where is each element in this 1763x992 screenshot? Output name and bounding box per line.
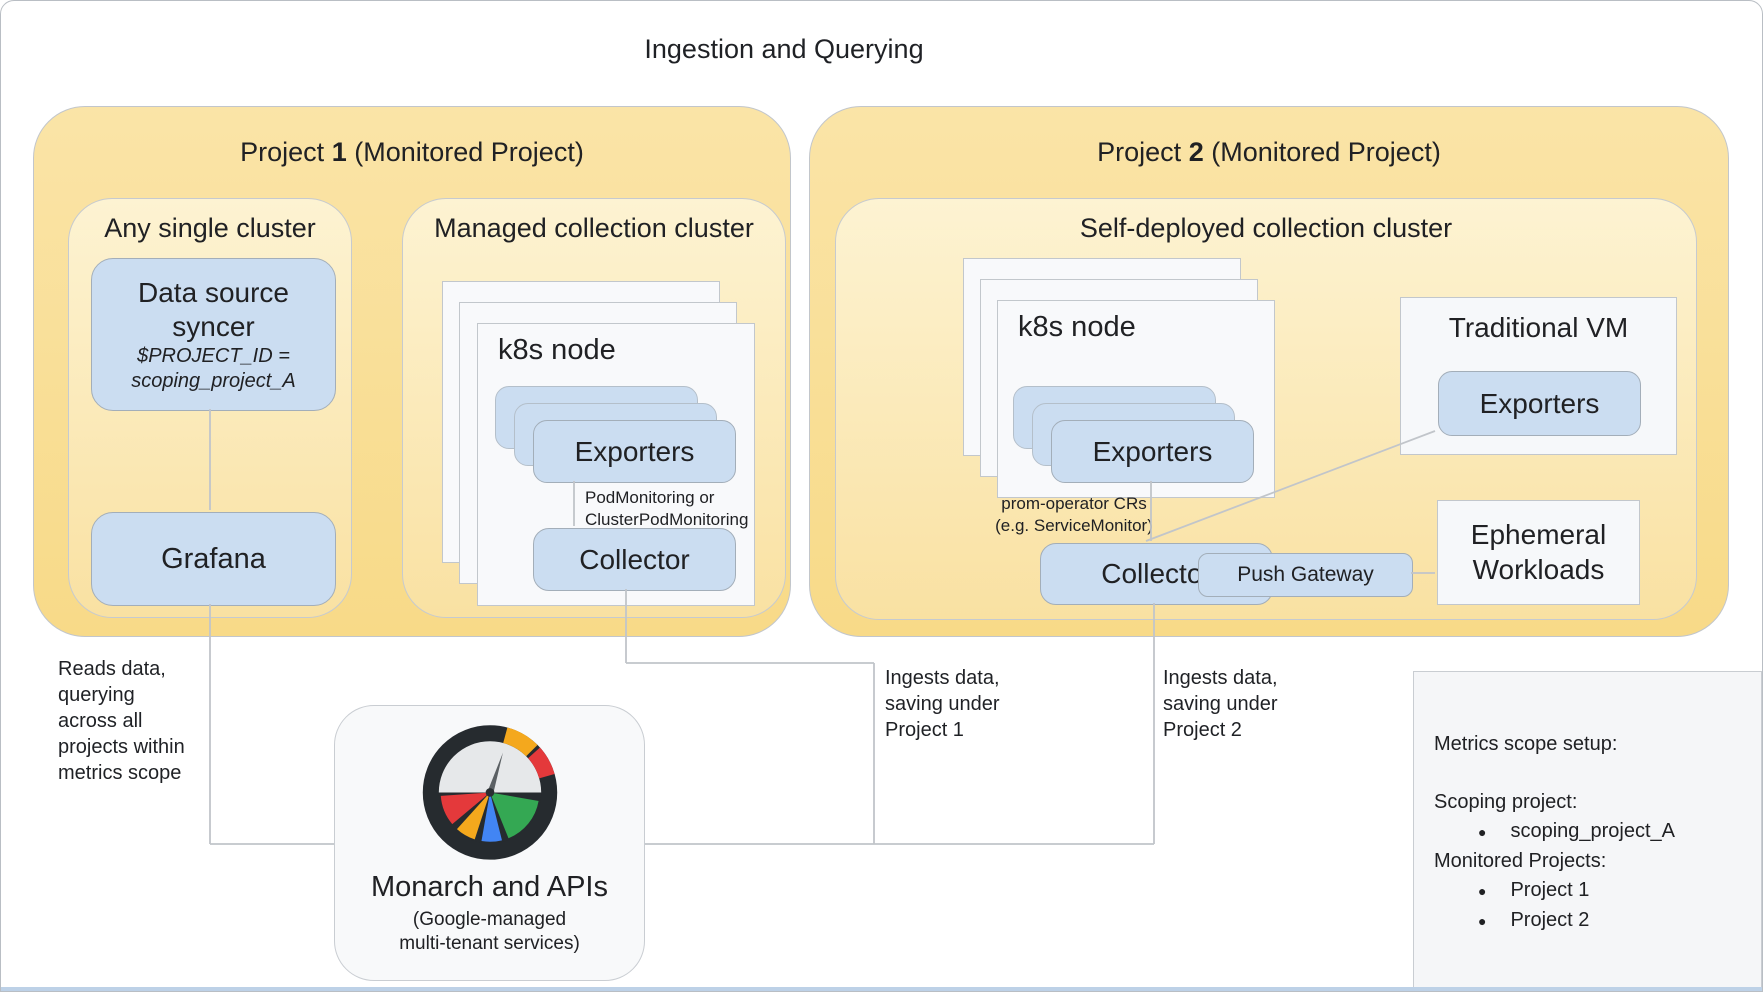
ephemeral-workloads-line2: Workloads bbox=[1472, 554, 1605, 585]
window-bottom-edge bbox=[1, 987, 1762, 991]
data-source-syncer-line2: syncer bbox=[172, 310, 255, 342]
project-2-group: Project 2 (Monitored Project) Self-deplo… bbox=[809, 106, 1729, 637]
prom-operator-note: prom-operator CRs (e.g. ServiceMonitor) bbox=[976, 493, 1172, 537]
ingest1-line: Ingests data, bbox=[885, 667, 1000, 689]
project-2-label-number: 2 bbox=[1188, 137, 1204, 167]
bullet-icon bbox=[1478, 877, 1486, 906]
exporters-node: Exporters bbox=[533, 420, 736, 483]
monitored-project-value-2: Project 2 bbox=[1510, 909, 1590, 931]
exporters-node-vm: Exporters bbox=[1438, 371, 1641, 436]
ingest2-line: Ingests data, bbox=[1163, 667, 1278, 689]
any-single-cluster-label: Any single cluster bbox=[104, 213, 316, 243]
ingest1-line: Project 1 bbox=[885, 719, 964, 741]
reads-line: across all bbox=[58, 710, 143, 732]
metrics-scope-panel: Metrics scope setup: Scoping project: sc… bbox=[1413, 671, 1762, 989]
managed-collection-cluster-box: Managed collection cluster k8s node Expo… bbox=[402, 198, 786, 618]
reads-data-annotation: Reads data, querying across all projects… bbox=[58, 656, 185, 786]
collector-node-project1: Collector bbox=[533, 528, 736, 591]
data-source-syncer-var2: scoping_project_A bbox=[131, 369, 296, 392]
monitored-projects-label: Monitored Projects: bbox=[1434, 850, 1607, 872]
scoping-project-item: scoping_project_A bbox=[1434, 817, 1761, 847]
push-gateway-node: Push Gateway bbox=[1198, 553, 1413, 597]
ingest1-line: saving under bbox=[885, 693, 1000, 715]
bullet-icon bbox=[1478, 907, 1486, 936]
ingest2-line: saving under bbox=[1163, 693, 1278, 715]
project-2-label-prefix: Project bbox=[1097, 137, 1189, 167]
monitored-project-value-1: Project 1 bbox=[1510, 879, 1590, 901]
ephemeral-workloads-box: Ephemeral Workloads bbox=[1437, 500, 1640, 605]
ingest2-line: Project 2 bbox=[1163, 719, 1242, 741]
traditional-vm-label: Traditional VM bbox=[1448, 312, 1629, 343]
grafana-node: Grafana bbox=[91, 512, 336, 606]
any-single-cluster-box: Any single cluster Data source syncer $P… bbox=[68, 198, 352, 618]
exporters-node-p2: Exporters bbox=[1051, 420, 1254, 483]
pod-monitoring-note: PodMonitoring or ClusterPodMonitoring bbox=[585, 487, 783, 531]
pod-monitoring-note-line2: ClusterPodMonitoring bbox=[585, 510, 749, 529]
ingests-project2-annotation: Ingests data, saving under Project 2 bbox=[1163, 665, 1278, 743]
data-source-syncer-var1: $PROJECT_ID = bbox=[137, 344, 290, 367]
bullet-icon bbox=[1478, 818, 1486, 847]
monarch-title: Monarch and APIs bbox=[371, 871, 608, 903]
project-2-label: Project 2 (Monitored Project) bbox=[810, 137, 1728, 168]
monitored-project-item-1: Project 1 bbox=[1434, 876, 1761, 906]
reads-line: Reads data, bbox=[58, 658, 166, 680]
monarch-card: Monarch and APIs (Google-managed multi-t… bbox=[334, 705, 645, 981]
project-1-label-prefix: Project bbox=[240, 137, 332, 167]
self-deployed-cluster-label: Self-deployed collection cluster bbox=[1079, 213, 1453, 243]
monarch-subtitle-line2: multi-tenant services) bbox=[399, 933, 580, 954]
self-deployed-cluster-box: Self-deployed collection cluster k8s nod… bbox=[835, 198, 1697, 620]
data-source-syncer-line1: Data source bbox=[138, 276, 289, 308]
data-source-syncer-node: Data source syncer $PROJECT_ID = scoping… bbox=[91, 258, 336, 411]
monitoring-gauge-icon bbox=[422, 725, 557, 860]
prom-operator-note-line2: (e.g. ServiceMonitor) bbox=[995, 516, 1153, 535]
monitored-project-item-2: Project 2 bbox=[1434, 906, 1761, 936]
managed-collection-cluster-label: Managed collection cluster bbox=[434, 213, 754, 243]
diagram-title: Ingestion and Querying bbox=[644, 34, 924, 64]
project-1-group: Project 1 (Monitored Project) Any single… bbox=[33, 106, 791, 637]
k8s-node-label: k8s node bbox=[498, 334, 616, 366]
reads-line: metrics scope bbox=[58, 762, 182, 784]
traditional-vm-box: Traditional VM Exporters bbox=[1400, 297, 1677, 455]
monarch-subtitle-line1: (Google-managed bbox=[412, 909, 567, 930]
metrics-scope-title: Metrics scope setup: bbox=[1434, 733, 1618, 755]
ingests-project1-annotation: Ingests data, saving under Project 1 bbox=[885, 665, 1000, 743]
scoping-project-value: scoping_project_A bbox=[1510, 820, 1676, 842]
project-1-label: Project 1 (Monitored Project) bbox=[34, 137, 790, 168]
prom-operator-note-line1: prom-operator CRs bbox=[1001, 494, 1147, 513]
k8s-node-label-p2: k8s node bbox=[1018, 311, 1136, 343]
reads-line: projects within bbox=[58, 736, 185, 758]
monarch-subtitle: (Google-managed multi-tenant services) bbox=[335, 908, 644, 956]
reads-line: querying bbox=[58, 684, 135, 706]
project-2-label-suffix: (Monitored Project) bbox=[1203, 137, 1441, 167]
project-1-label-suffix: (Monitored Project) bbox=[346, 137, 584, 167]
ephemeral-workloads-line1: Ephemeral bbox=[1470, 519, 1607, 550]
scoping-project-label: Scoping project: bbox=[1434, 791, 1578, 813]
pod-monitoring-note-line1: PodMonitoring or bbox=[585, 488, 715, 507]
project-1-label-number: 1 bbox=[331, 137, 347, 167]
